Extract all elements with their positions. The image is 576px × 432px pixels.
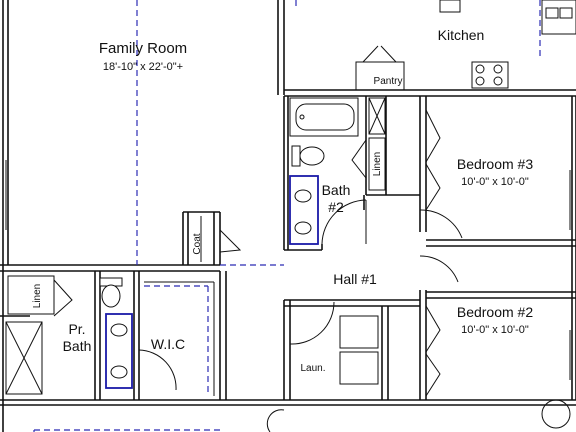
bedroom3-name: Bedroom #3 [457, 156, 533, 172]
coat-name: Coat [192, 233, 203, 254]
laundry-name: Laun. [300, 363, 325, 374]
kitchen-name: Kitchen [438, 27, 485, 43]
room-labels: Family Room 18'-10" x 22'-0"+ Kitchen Pa… [32, 27, 533, 374]
dashed-lines [33, 0, 541, 432]
family-room-name: Family Room [99, 40, 187, 57]
family-room-dims: 18'-10" x 22'-0"+ [103, 61, 183, 73]
linen-lower-name: Linen [32, 284, 43, 308]
pantry-name: Pantry [374, 76, 403, 87]
bath2-name-line1: Bath [322, 182, 351, 198]
hall1-name: Hall #1 [333, 271, 377, 287]
bedroom2-dims: 10'-0" x 10'-0" [461, 324, 529, 336]
bath2-name-line2: #2 [328, 199, 344, 215]
linen-upper-name: Linen [372, 152, 383, 176]
bedroom3-dims: 10'-0" x 10'-0" [461, 176, 529, 188]
primary-bath-name-line2: Bath [63, 338, 92, 354]
doors [53, 45, 571, 432]
wic-name: W.I.C [151, 336, 185, 352]
fixtures [5, 0, 576, 396]
bedroom2-name: Bedroom #2 [457, 304, 533, 320]
primary-bath-name-line1: Pr. [68, 321, 85, 337]
